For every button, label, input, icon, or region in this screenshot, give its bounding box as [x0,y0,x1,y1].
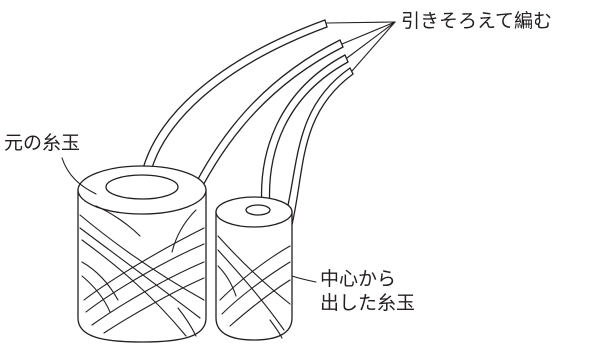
center-pull-yarn-ball [215,196,293,341]
original-yarn-ball [77,165,207,343]
label-original-ball: 元の糸玉 [4,132,81,154]
center-ball-leader [291,275,317,283]
original-ball-leader [61,157,97,195]
label-center-ball-line1: 中心から [320,268,397,290]
label-bundle: 引きそろえて編む [401,10,553,32]
bundle-leader-lines [326,21,396,72]
label-center-ball-line2: 出した糸玉 [320,292,416,314]
